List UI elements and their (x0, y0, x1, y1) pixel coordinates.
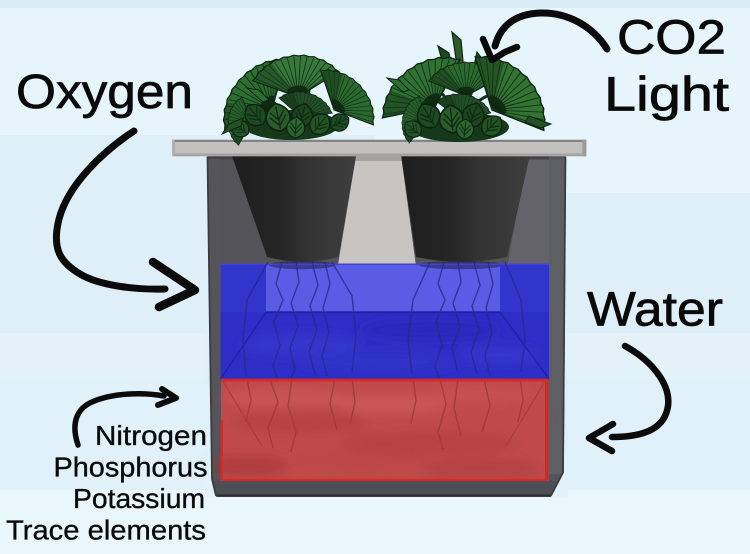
svg-text:Trace elements: Trace elements (6, 514, 206, 545)
svg-text:Phosphorus: Phosphorus (54, 451, 208, 482)
svg-text:CO2: CO2 (617, 12, 726, 65)
svg-text:Light: Light (604, 69, 729, 122)
svg-text:Potassium: Potassium (73, 483, 205, 514)
svg-text:Water: Water (587, 284, 723, 337)
svg-text:Nitrogen: Nitrogen (95, 420, 207, 451)
svg-text:Oxygen: Oxygen (16, 66, 193, 119)
